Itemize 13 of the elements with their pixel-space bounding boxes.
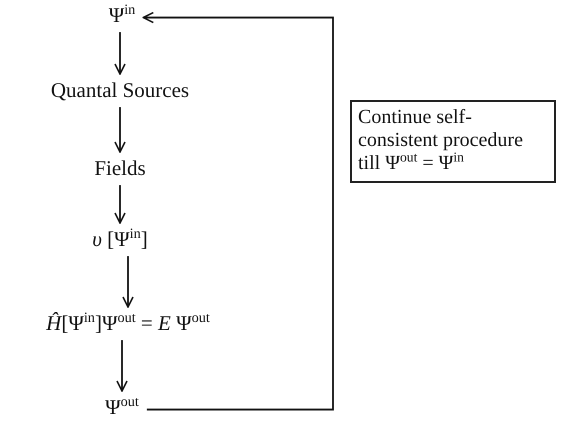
formula-text: Quantal Sources bbox=[46, 77, 194, 104]
arrow bbox=[116, 340, 128, 392]
arrow bbox=[114, 32, 126, 75]
note-box: Continue self-consistent procedure till Ψ$^{out}$ = Ψ$^{in}$ bbox=[350, 100, 556, 183]
arrow bbox=[114, 107, 126, 153]
arrow bbox=[114, 185, 126, 224]
formula-text: Ψ$^{in}$ bbox=[104, 2, 140, 30]
formula-text: Ĥ[Ψ$^{in}$]Ψ$^{out}$ = E Ψ$^{out}$ bbox=[42, 310, 214, 338]
formula-text: υ [Ψ$^{in}$] bbox=[88, 226, 152, 254]
arrow bbox=[142, 12, 334, 410]
arrow bbox=[122, 256, 134, 308]
formula-text: Ψ$^{out}$ bbox=[101, 394, 143, 422]
formula-text: Fields bbox=[90, 155, 150, 182]
